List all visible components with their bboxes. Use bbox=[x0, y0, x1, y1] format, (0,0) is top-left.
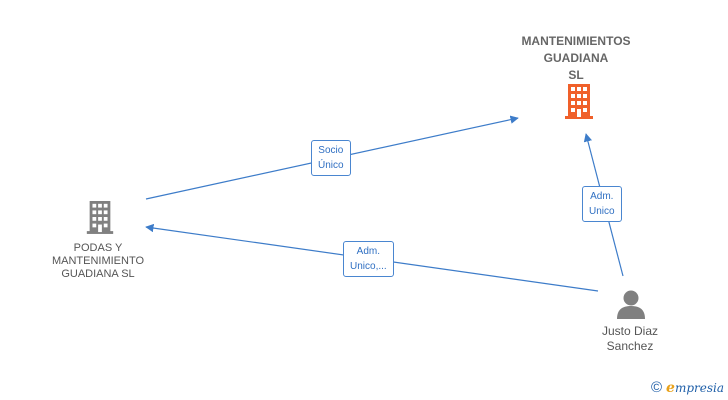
node-label-mantenimientos-guadiana[interactable]: MANTENIMIENTOS GUADIANA SL bbox=[521, 34, 631, 82]
empresia-logo-text: mpresia bbox=[674, 381, 724, 395]
empresia-logo-initial: e bbox=[666, 380, 675, 396]
person-icon[interactable] bbox=[615, 289, 647, 319]
edge-label-adm-unico-multiple[interactable]: Adm. Unico,... bbox=[343, 241, 394, 277]
edge-label-adm-unico[interactable]: Adm. Unico bbox=[582, 186, 622, 222]
building-icon[interactable] bbox=[84, 199, 116, 235]
copyright-icon: © bbox=[650, 379, 663, 396]
building-icon[interactable] bbox=[562, 83, 596, 119]
empresia-logo[interactable]: empresia bbox=[666, 380, 724, 396]
node-label-justo-diaz-sanchez[interactable]: Justo Diaz Sanchez bbox=[601, 324, 659, 353]
footer-brand: © empresia bbox=[650, 379, 724, 397]
edge-label-socio-unico[interactable]: Socio Único bbox=[311, 140, 351, 176]
node-label-podas-y-mantenimiento[interactable]: PODAS Y MANTENIMIENTO GUADIANA SL bbox=[51, 242, 145, 280]
